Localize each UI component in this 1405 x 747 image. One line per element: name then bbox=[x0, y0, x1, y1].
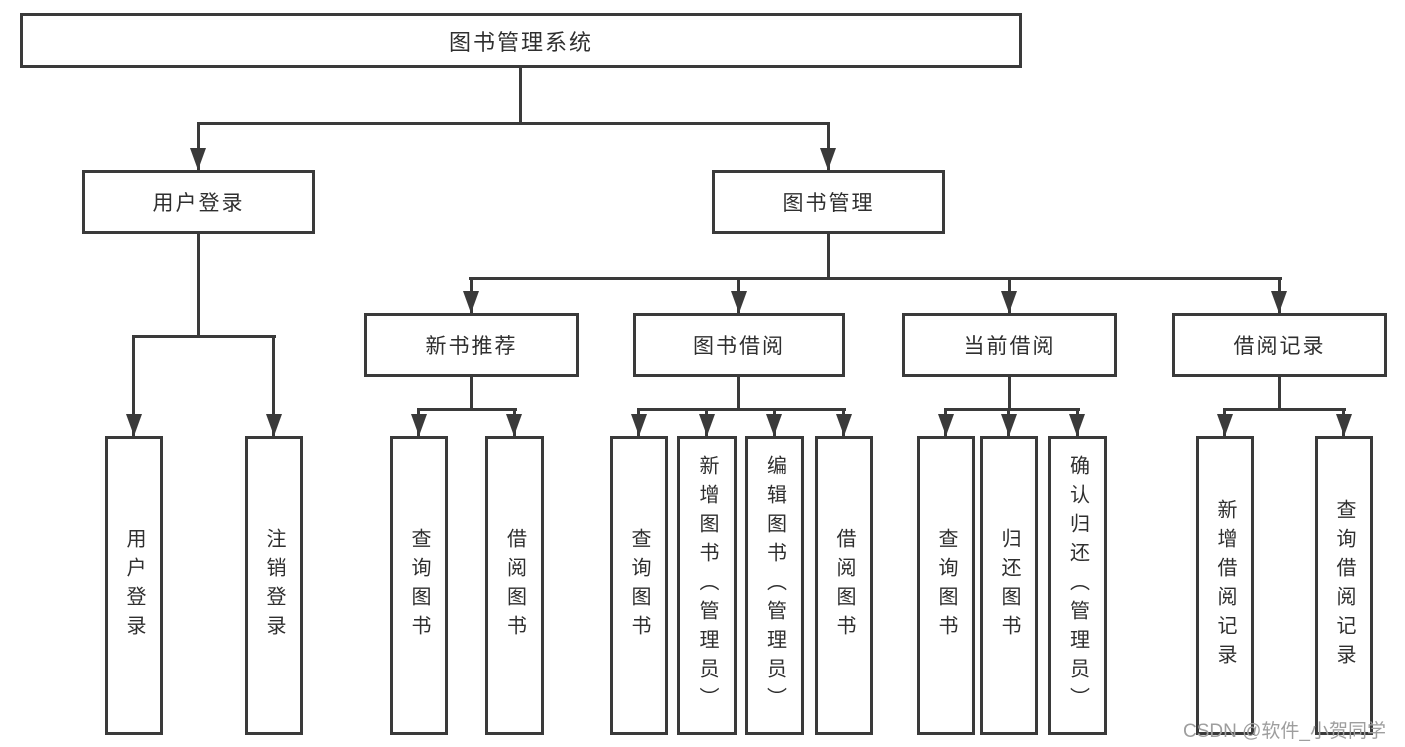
connector-to-user-login bbox=[197, 122, 200, 170]
connector-root-drop bbox=[519, 68, 522, 124]
connector-borrowing-records-drop bbox=[1278, 377, 1281, 411]
leaf-confirm-return-admin-label: 确认归还（管理员） bbox=[1066, 455, 1089, 716]
arrow-to-borrowing-records bbox=[1271, 291, 1287, 313]
leaf-return-book: 归还图书 bbox=[980, 436, 1038, 735]
arrow-to-leaf-user-login bbox=[126, 414, 142, 436]
arrow-to-leaf-add-book-admin bbox=[699, 414, 715, 436]
connector-user-login-split bbox=[133, 335, 276, 338]
connector-new-book-recommend-drop bbox=[470, 377, 473, 411]
arrow-to-leaf-query-borrow-record bbox=[1336, 414, 1352, 436]
connector-book-management-split bbox=[469, 277, 1282, 280]
node-current-borrowing: 当前借阅 bbox=[902, 313, 1117, 377]
leaf-edit-book-admin: 编辑图书（管理员） bbox=[745, 436, 804, 735]
node-new-book-recommend: 新书推荐 bbox=[364, 313, 579, 377]
arrow-to-new-book-recommend bbox=[463, 291, 479, 313]
leaf-query-borrow-record-label: 查询借阅记录 bbox=[1333, 498, 1355, 673]
connector-borrowing-records-split bbox=[1223, 408, 1346, 411]
leaf-borrow-books-2-label: 借阅图书 bbox=[833, 527, 855, 644]
arrow-to-leaf-query-books-2 bbox=[631, 414, 647, 436]
arrow-to-leaf-confirm-return-admin bbox=[1069, 414, 1085, 436]
node-book-management-label: 图书管理 bbox=[782, 192, 875, 215]
connector-to-leaf-logout bbox=[272, 335, 275, 436]
leaf-query-books-1: 查询图书 bbox=[390, 436, 448, 735]
arrow-to-book-management bbox=[820, 148, 836, 170]
leaf-confirm-return-admin: 确认归还（管理员） bbox=[1048, 436, 1107, 735]
leaf-add-book-admin-label: 新增图书（管理员） bbox=[696, 455, 718, 716]
connector-current-borrowing-split bbox=[944, 408, 1080, 411]
leaf-query-books-2: 查询图书 bbox=[610, 436, 668, 735]
leaf-return-book-label: 归还图书 bbox=[998, 527, 1020, 644]
leaf-borrow-books-1-label: 借阅图书 bbox=[503, 527, 526, 644]
leaf-query-books-3-label: 查询图书 bbox=[935, 527, 957, 644]
node-user-login: 用户登录 bbox=[82, 170, 315, 234]
leaf-add-borrow-record-label: 新增借阅记录 bbox=[1214, 498, 1236, 673]
arrow-to-leaf-return-book bbox=[1001, 414, 1017, 436]
connector-book-borrowing-drop bbox=[737, 377, 740, 411]
leaf-user-login: 用户登录 bbox=[105, 436, 163, 735]
arrow-to-leaf-logout bbox=[266, 414, 282, 436]
arrow-to-leaf-add-borrow-record bbox=[1217, 414, 1233, 436]
connector-new-book-recommend-split bbox=[417, 408, 517, 411]
arrow-to-leaf-borrow-books-2 bbox=[836, 414, 852, 436]
arrow-to-leaf-borrow-books-1 bbox=[506, 414, 522, 436]
leaf-add-borrow-record: 新增借阅记录 bbox=[1196, 436, 1254, 735]
node-book-borrowing: 图书借阅 bbox=[633, 313, 845, 377]
leaf-logout-label: 注销登录 bbox=[263, 527, 285, 644]
node-user-login-label: 用户登录 bbox=[152, 192, 245, 215]
leaf-query-books-2-label: 查询图书 bbox=[628, 527, 650, 644]
connector-user-login-drop bbox=[197, 234, 200, 338]
node-root: 图书管理系统 bbox=[20, 13, 1022, 68]
connector-to-leaf-user-login bbox=[132, 335, 135, 436]
node-book-management: 图书管理 bbox=[712, 170, 945, 234]
arrow-to-current-borrowing bbox=[1001, 291, 1017, 313]
node-root-label: 图书管理系统 bbox=[448, 29, 593, 55]
arrow-to-leaf-query-books-1 bbox=[411, 414, 427, 436]
leaf-user-login-label: 用户登录 bbox=[123, 527, 145, 644]
node-borrowing-records-label: 借阅记录 bbox=[1233, 335, 1326, 358]
arrow-to-book-borrowing bbox=[731, 291, 747, 313]
arrow-to-leaf-edit-book-admin bbox=[766, 414, 782, 436]
connector-book-borrowing-split bbox=[637, 408, 846, 411]
leaf-logout: 注销登录 bbox=[245, 436, 303, 735]
leaf-query-books-1-label: 查询图书 bbox=[408, 527, 430, 644]
connector-book-management-drop bbox=[827, 234, 830, 280]
node-current-borrowing-label: 当前借阅 bbox=[963, 335, 1056, 358]
leaf-add-book-admin: 新增图书（管理员） bbox=[677, 436, 737, 735]
leaf-borrow-books-1: 借阅图书 bbox=[485, 436, 544, 735]
node-book-borrowing-label: 图书借阅 bbox=[693, 335, 785, 358]
node-borrowing-records: 借阅记录 bbox=[1172, 313, 1387, 377]
connector-to-book-management bbox=[827, 122, 830, 170]
arrow-to-user-login bbox=[190, 148, 206, 170]
connector-current-borrowing-drop bbox=[1008, 377, 1011, 411]
leaf-edit-book-admin-label: 编辑图书（管理员） bbox=[763, 455, 786, 716]
csdn-watermark: CSDN @软件_小贺同学 bbox=[1183, 721, 1386, 742]
node-new-book-recommend-label: 新书推荐 bbox=[425, 335, 518, 358]
arrow-to-leaf-query-books-3 bbox=[938, 414, 954, 436]
leaf-borrow-books-2: 借阅图书 bbox=[815, 436, 873, 735]
connector-root-split bbox=[197, 122, 830, 125]
leaf-query-books-3: 查询图书 bbox=[917, 436, 975, 735]
leaf-query-borrow-record: 查询借阅记录 bbox=[1315, 436, 1373, 735]
